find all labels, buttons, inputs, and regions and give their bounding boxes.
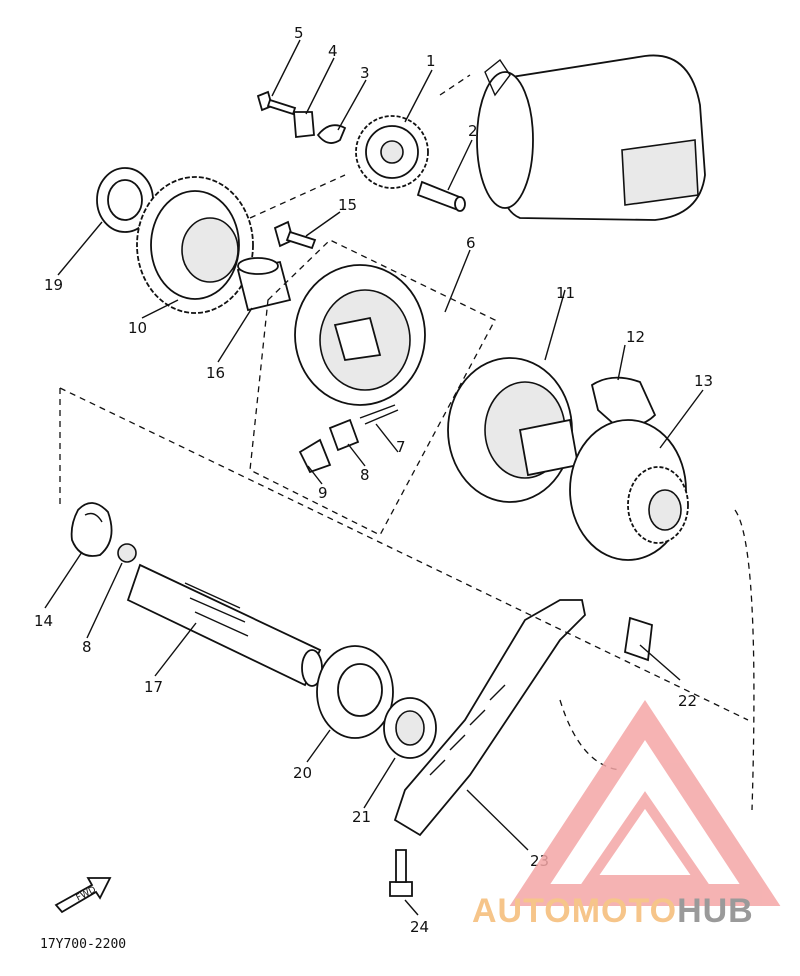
clutch-drum bbox=[569, 419, 689, 561]
callout-5: 5 bbox=[294, 24, 304, 42]
watermark-triangle-inner-icon bbox=[580, 791, 710, 885]
collar-16 bbox=[236, 257, 292, 312]
callout-19: 19 bbox=[44, 276, 63, 294]
callout-16: 16 bbox=[206, 364, 225, 382]
callout-4: 4 bbox=[328, 42, 338, 60]
callout-24: 24 bbox=[410, 918, 429, 936]
callout-21: 21 bbox=[352, 808, 371, 826]
one-way-clutch-assembly bbox=[249, 239, 496, 536]
idler-shaft bbox=[416, 180, 466, 212]
bracket-23 bbox=[393, 599, 586, 837]
callout-20: 20 bbox=[293, 764, 312, 782]
callout-11: 11 bbox=[556, 284, 575, 302]
small-gear-22 bbox=[624, 616, 653, 662]
callout-8-lower: 8 bbox=[82, 638, 92, 656]
starter-motor bbox=[476, 54, 706, 221]
callout-10: 10 bbox=[128, 319, 147, 337]
bolt-15 bbox=[273, 220, 317, 250]
callout-9: 9 bbox=[318, 484, 328, 502]
callout-12: 12 bbox=[626, 328, 645, 346]
fwd-label: FWD bbox=[75, 885, 98, 904]
starter-gear bbox=[355, 115, 429, 189]
starter-shaft bbox=[126, 563, 323, 687]
bolt-5 bbox=[256, 90, 297, 116]
watermark-text-part2: HUB bbox=[677, 892, 754, 930]
watermark-text: AUTOMOTOHUB bbox=[472, 892, 754, 930]
driven-gear-11 bbox=[447, 357, 580, 503]
callout-3: 3 bbox=[360, 64, 370, 82]
lock-plate bbox=[293, 111, 315, 138]
forward-arrow: FWD bbox=[54, 877, 112, 914]
bearing-19 bbox=[96, 167, 154, 233]
callout-2: 2 bbox=[468, 122, 478, 140]
watermark-logo bbox=[509, 699, 781, 906]
leader-lines bbox=[44, 39, 704, 916]
callout-17: 17 bbox=[144, 678, 163, 696]
starter-wheel-gear bbox=[136, 176, 254, 314]
callout-22: 22 bbox=[678, 692, 697, 710]
callout-6: 6 bbox=[466, 234, 476, 252]
callout-15: 15 bbox=[338, 196, 357, 214]
clutch-shoe bbox=[590, 376, 657, 428]
bolt-24 bbox=[389, 849, 413, 897]
watermark-text-part1: AUTOMOTO bbox=[472, 892, 677, 930]
callout-1: 1 bbox=[426, 52, 436, 70]
oil-seal bbox=[383, 697, 437, 759]
circlip bbox=[70, 502, 113, 557]
callout-7: 7 bbox=[396, 438, 406, 456]
callout-13: 13 bbox=[694, 372, 713, 390]
bearing-20 bbox=[316, 645, 394, 739]
callout-14: 14 bbox=[34, 612, 53, 630]
callout-labels: 1 2 3 4 5 6 7 8 8 9 10 11 12 13 14 15 16… bbox=[34, 24, 713, 936]
washer-plate bbox=[316, 124, 347, 144]
drawing-code: 17Y700-2200 bbox=[40, 937, 126, 952]
watermark-triangle-icon bbox=[509, 699, 781, 906]
ball-8 bbox=[117, 543, 137, 563]
callout-8-upper: 8 bbox=[360, 466, 370, 484]
